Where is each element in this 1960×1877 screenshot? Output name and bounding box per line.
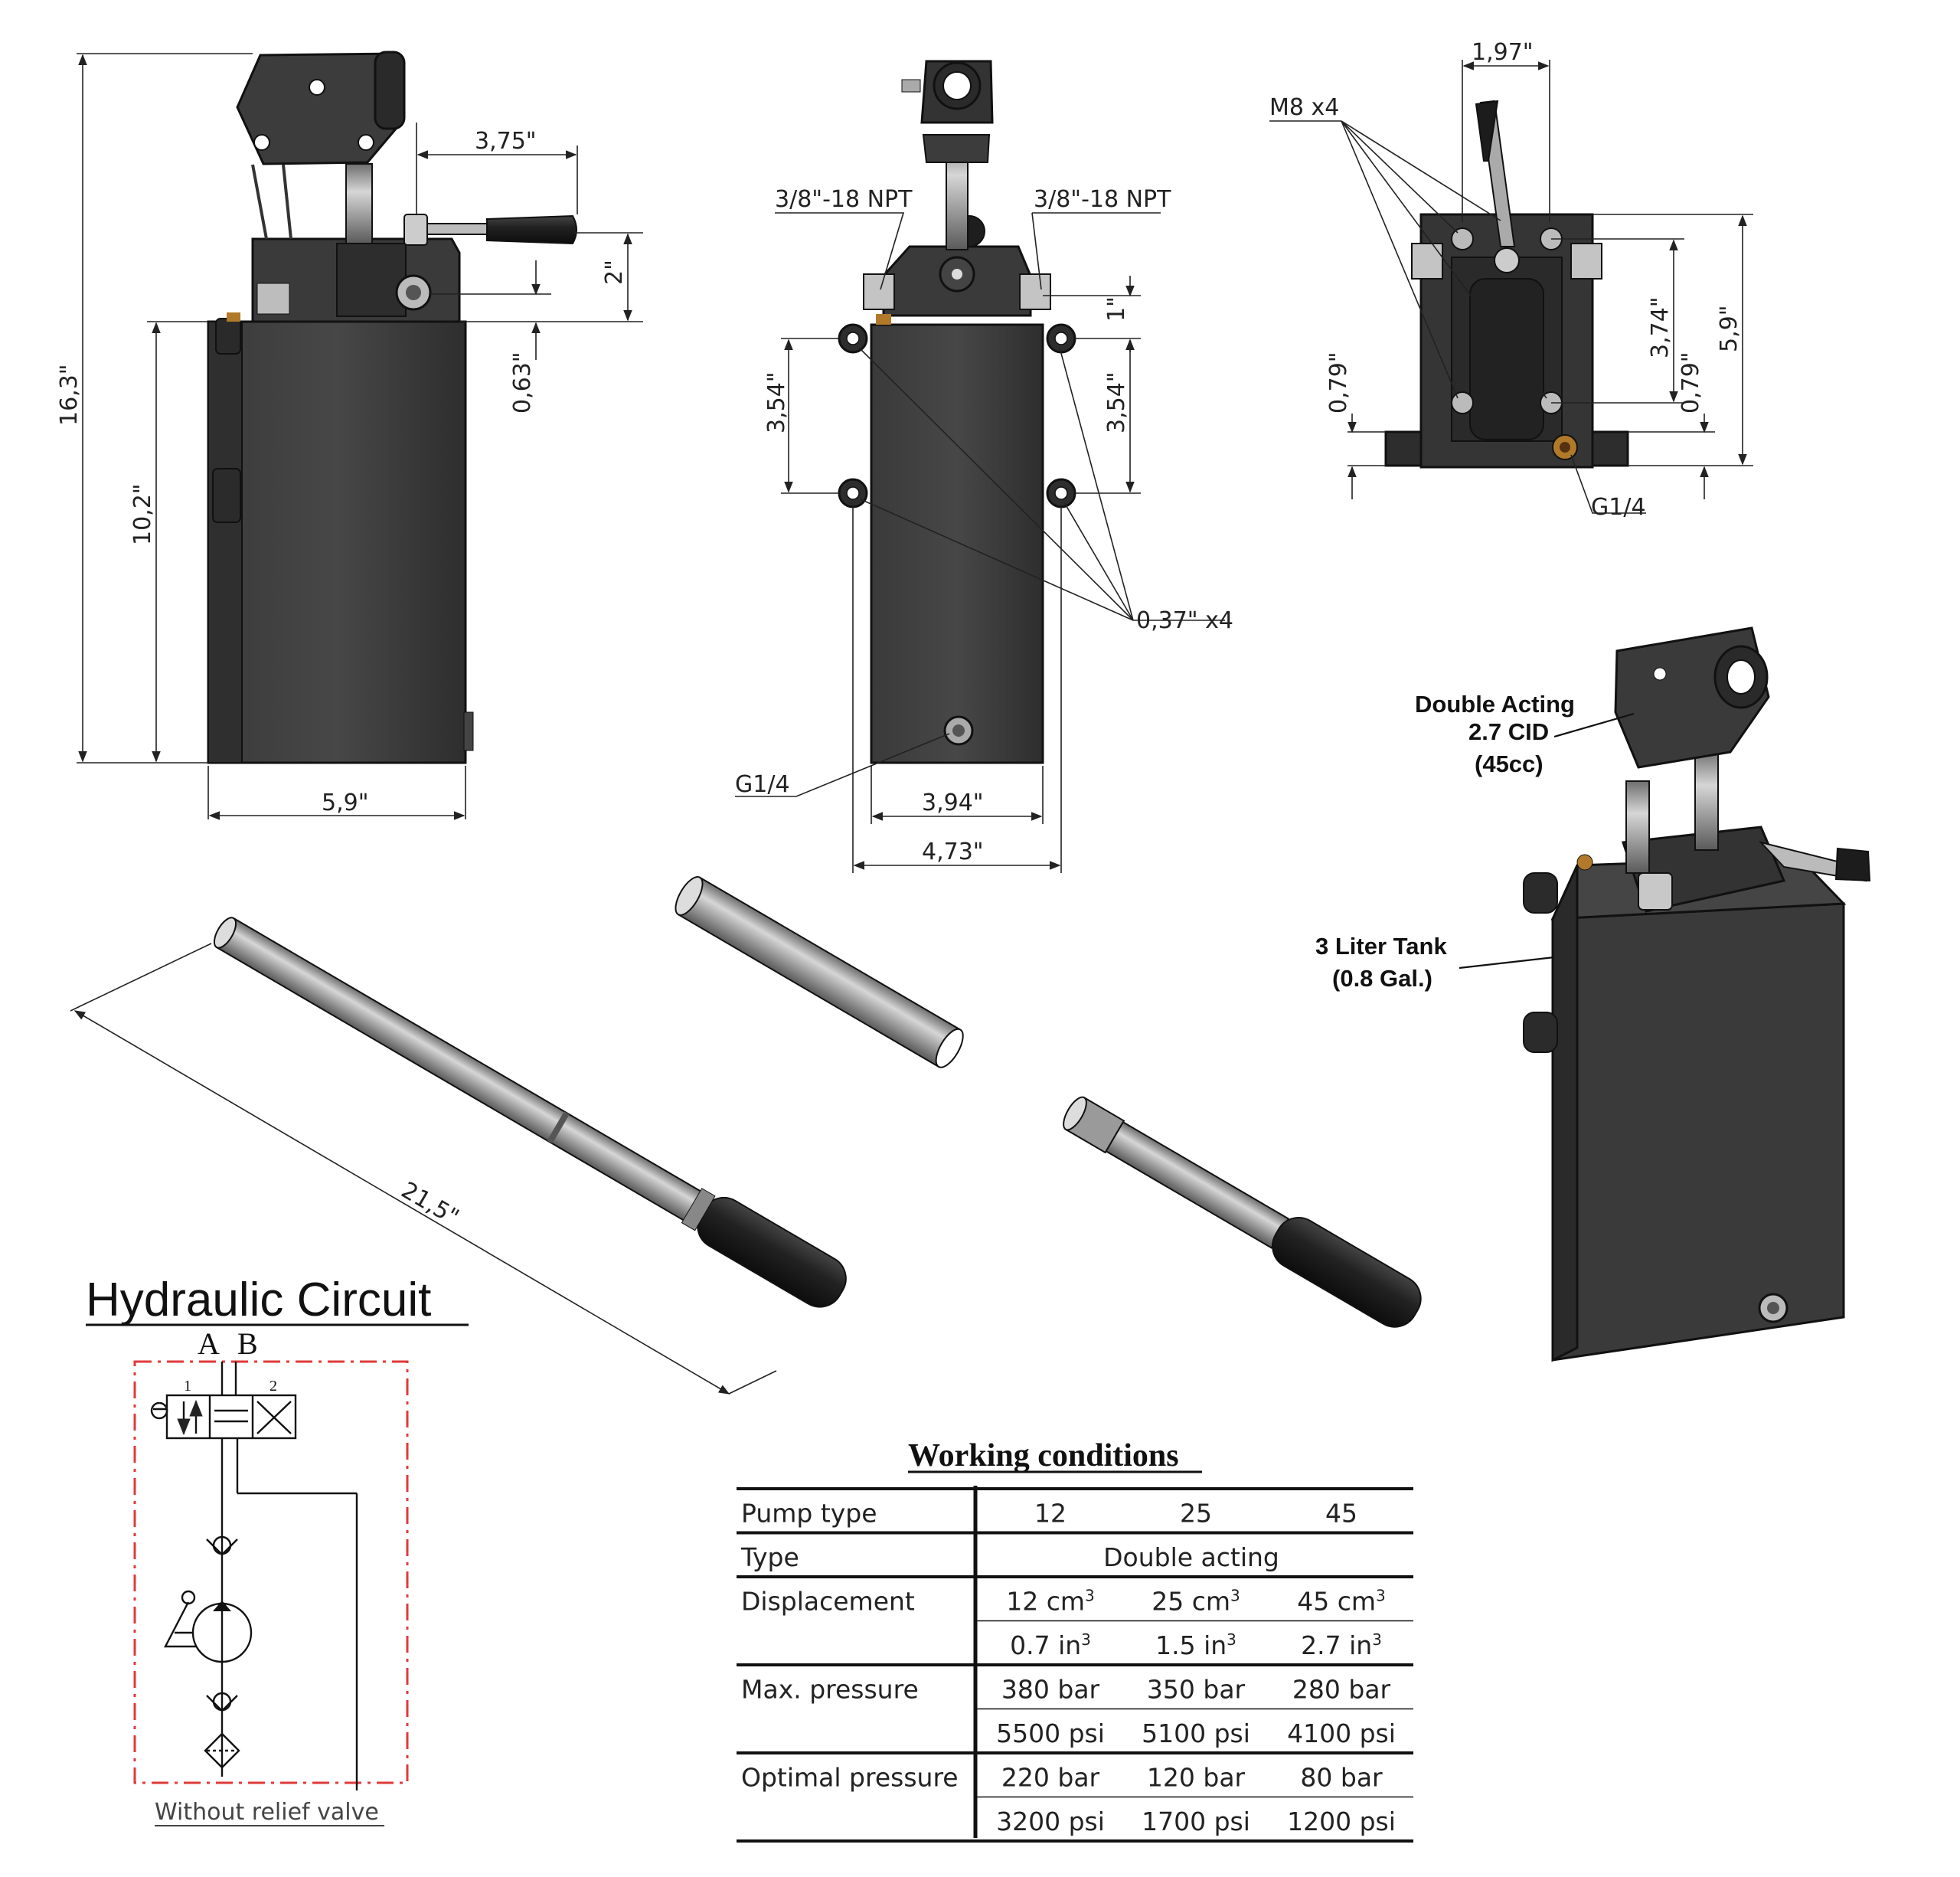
table-cell: 5500 psi: [996, 1718, 1105, 1748]
dim-handle-offset: 3,75": [475, 128, 537, 155]
table-cell: 1700 psi: [1142, 1807, 1250, 1836]
dim-tank-height: 10,2": [129, 483, 156, 545]
dim-base-left: 0,79": [1325, 352, 1352, 414]
table-cell: 0.7 in3: [1010, 1630, 1091, 1660]
table-cell: 45 cm3: [1297, 1587, 1386, 1617]
isometric-pump: Double Acting 2.7 CID (45cc) 3 Liter Tan…: [1315, 626, 1871, 1362]
table-cell: 25: [1180, 1499, 1212, 1529]
callout-pump-line1: Double Acting: [1415, 691, 1575, 718]
circuit-note: Without relief valve: [155, 1799, 379, 1826]
table-title: Working conditions: [908, 1438, 1179, 1473]
handle-parts: [675, 876, 1422, 1328]
circuit-title: Hydraulic Circuit: [86, 1274, 431, 1326]
table-cell: 220 bar: [1001, 1763, 1100, 1793]
dim-base-right: 0,79": [1677, 352, 1704, 414]
table-cell: 3200 psi: [996, 1807, 1105, 1836]
dim-front-width-inner: 3,94": [922, 790, 984, 816]
table-row-label: Max. pressure: [741, 1675, 919, 1705]
dim-top-width: 1,97": [1472, 39, 1534, 66]
callout-pump-line3: (45cc): [1475, 750, 1544, 777]
port-a-label: A: [198, 1326, 220, 1361]
dim-top-depth: 3,74": [1647, 296, 1674, 358]
dim-side-width: 5,9": [322, 790, 369, 816]
callout-tank-line1: 3 Liter Tank: [1315, 933, 1447, 960]
label-port-right: 3/8"-18 NPT: [1034, 186, 1171, 213]
table-cell: 1200 psi: [1287, 1807, 1396, 1836]
table-cell: 5100 psi: [1142, 1718, 1250, 1748]
circuit-frame: [133, 1360, 409, 1784]
dim-handle-length: 21,5": [397, 1177, 463, 1231]
table-cell: 1.5 in3: [1155, 1630, 1236, 1660]
table-cell: 12: [1034, 1499, 1067, 1529]
callout-pump-line2: 2.7 CID: [1468, 718, 1549, 745]
table-row-label: Pump type: [741, 1499, 877, 1529]
table-cell: 12 cm3: [1006, 1587, 1095, 1617]
table-row-label: Displacement: [741, 1587, 915, 1617]
dim-front-width-outer: 4,73": [922, 839, 984, 865]
table-cell-superscript: 3: [1372, 1630, 1382, 1649]
table-cell-superscript: 3: [1376, 1587, 1386, 1605]
front-view: 3/8"-18 NPT 3/8"-18 NPT 1" 3,54" 3,54" 0…: [735, 60, 1233, 873]
label-drain-top: G1/4: [1591, 494, 1646, 521]
label-mount-holes: 0,37" x4: [1136, 607, 1233, 634]
dim-total-height: 16,3": [56, 364, 83, 426]
dim-pump-height: 0,63": [509, 352, 536, 414]
table-cell: 280 bar: [1292, 1675, 1391, 1705]
callout-tank-line2: (0.8 Gal.): [1332, 965, 1432, 992]
table-cell: 350 bar: [1147, 1675, 1246, 1705]
position-2-label: 2: [270, 1378, 277, 1395]
position-1-label: 1: [184, 1378, 191, 1395]
table-cell: 25 cm3: [1152, 1587, 1240, 1617]
table-row-label: Type: [740, 1542, 799, 1572]
hydraulic-circuit: Hydraulic Circuit A B 1 2: [86, 1274, 469, 1826]
table-cell-superscript: 3: [1230, 1587, 1240, 1605]
dim-top-total: 5,9": [1716, 305, 1743, 352]
side-view: 3,75" 2" 0,63" 16,3" 10,2" 5,9": [56, 51, 643, 820]
label-bolts: M8 x4: [1269, 94, 1339, 121]
dim-hole-spacing-right: 3,54": [1103, 371, 1130, 433]
table-cell: 80 bar: [1300, 1763, 1383, 1793]
label-port-left: 3/8"-18 NPT: [775, 186, 913, 213]
table-cell-superscript: 3: [1227, 1630, 1236, 1649]
table-cell: 2.7 in3: [1301, 1630, 1382, 1660]
table-cell-superscript: 3: [1085, 1587, 1095, 1605]
top-view: 1,97" M8 x4 3,74" 5,9" 0,79" 0,79" G1/4: [1269, 39, 1753, 521]
table-cell: 120 bar: [1147, 1763, 1246, 1793]
table-cell: 4100 psi: [1287, 1718, 1396, 1748]
dim-lever-height: 2": [601, 260, 628, 285]
label-drain-front: G1/4: [735, 771, 790, 798]
table-cell: 380 bar: [1001, 1675, 1100, 1705]
dim-top-offset: 1": [1103, 296, 1130, 322]
table-cell-superscript: 3: [1081, 1630, 1091, 1649]
dim-hole-spacing-left: 3,54": [763, 371, 790, 433]
table-cell: 45: [1325, 1499, 1357, 1529]
table-cell-span: Double acting: [1103, 1542, 1279, 1572]
table-row-label: Optimal pressure: [741, 1763, 959, 1793]
port-b-label: B: [237, 1326, 258, 1361]
